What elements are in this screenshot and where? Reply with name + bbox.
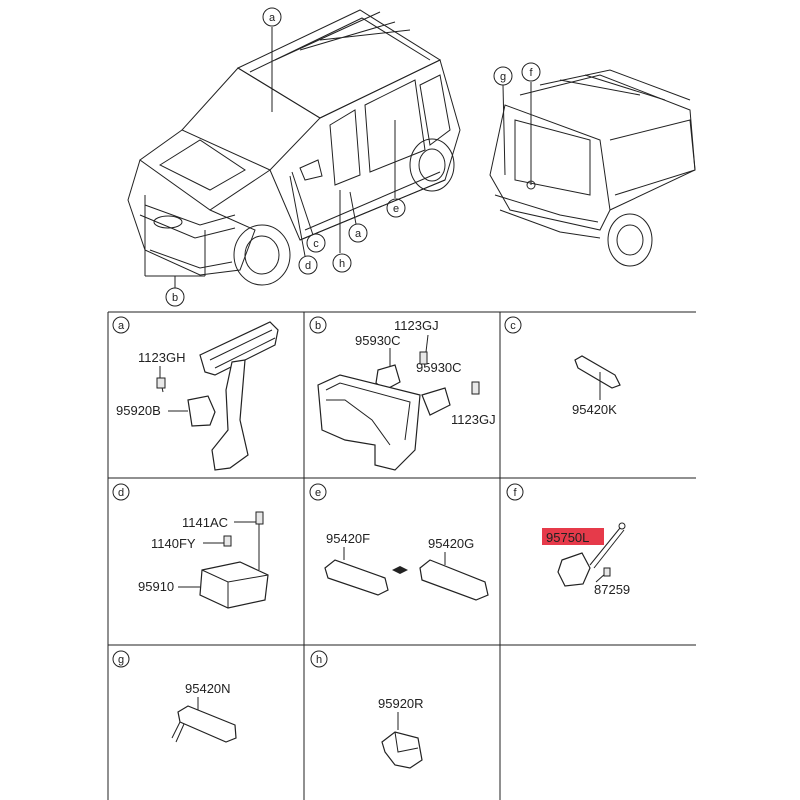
panel-f: f 95750L 87259 xyxy=(506,483,630,597)
panel-a-letter: a xyxy=(118,320,125,332)
part-95920B: 95920B xyxy=(116,403,161,418)
overview-callouts: a b c d h a e g f xyxy=(165,7,541,307)
panel-a: a 1123GH 95920B xyxy=(112,316,279,471)
part-95910: 95910 xyxy=(138,579,174,594)
callout-f: f xyxy=(529,67,533,79)
panel-d-letter: d xyxy=(118,487,124,499)
panel-b: b 1123GJ 95930C 95930C 1123GJ xyxy=(309,316,496,471)
part-95750L: 95750L xyxy=(546,530,589,545)
panel-b-letter: b xyxy=(315,320,321,332)
part-95930C-left: 95930C xyxy=(355,333,401,348)
callout-e: e xyxy=(393,203,399,215)
panel-h: h 95920R xyxy=(310,650,424,769)
callout-b: b xyxy=(172,292,178,304)
panel-g-letter: g xyxy=(118,654,124,666)
part-1123GH: 1123GH xyxy=(138,350,185,365)
panel-d: d 1141AC 1140FY 95910 xyxy=(112,483,269,609)
part-95420F: 95420F xyxy=(326,531,370,546)
part-95420G: 95420G xyxy=(428,536,474,551)
callout-c: c xyxy=(313,238,319,250)
panel-e: e 95420F 95420G xyxy=(309,483,489,601)
callout-g: g xyxy=(500,71,506,83)
highlight-95750L xyxy=(542,528,604,545)
part-1140FY: 1140FY xyxy=(151,536,196,551)
front-vehicle-illustration xyxy=(127,9,461,288)
callout-a-top: a xyxy=(269,12,276,24)
panel-g: g 95420N xyxy=(112,650,237,743)
panel-h-letter: h xyxy=(316,654,322,666)
callout-d: d xyxy=(305,260,311,272)
part-1141AC: 1141AC xyxy=(182,515,228,530)
panel-grid xyxy=(107,311,696,800)
part-1123GJ-top: 1123GJ xyxy=(394,318,439,333)
part-95920R: 95920R xyxy=(378,696,424,711)
panel-e-letter: e xyxy=(315,487,321,499)
panel-f-letter: f xyxy=(513,487,517,499)
part-95420K: 95420K xyxy=(572,402,617,417)
rear-vehicle-illustration xyxy=(489,69,696,267)
panel-c: c 95420K xyxy=(504,316,621,417)
part-95420N: 95420N xyxy=(185,681,231,696)
panel-c-letter: c xyxy=(510,320,516,332)
callout-a-side: a xyxy=(355,228,362,240)
part-1123GJ-bottom: 1123GJ xyxy=(451,412,496,427)
callout-h: h xyxy=(339,258,345,270)
part-87259: 87259 xyxy=(594,582,630,597)
